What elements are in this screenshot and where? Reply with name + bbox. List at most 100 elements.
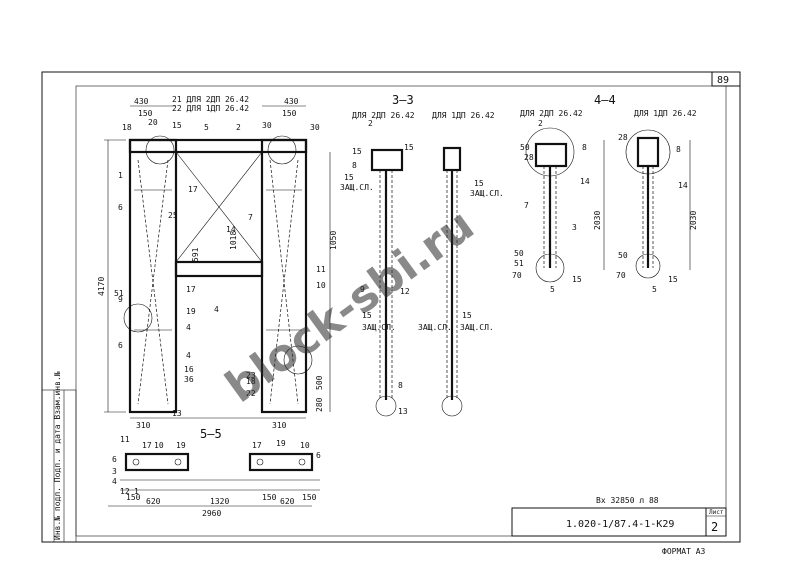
section-4-4 bbox=[525, 127, 691, 283]
outer-frame bbox=[41, 71, 741, 543]
svg-text:19: 19 bbox=[176, 441, 186, 450]
svg-text:15: 15 bbox=[404, 143, 414, 152]
svg-text:430: 430 bbox=[134, 97, 149, 106]
svg-text:1320: 1320 bbox=[210, 497, 229, 506]
svg-text:25: 25 bbox=[168, 211, 178, 220]
section-4-4-labels: 2 50 28 8 14 7 3 2030 51 50 70 15 5 28 8… bbox=[512, 119, 698, 294]
svg-text:6: 6 bbox=[118, 203, 123, 212]
svg-text:7: 7 bbox=[248, 213, 253, 222]
svg-text:3: 3 bbox=[112, 467, 117, 476]
section-3-3 bbox=[370, 146, 463, 417]
svg-text:4: 4 bbox=[214, 305, 219, 314]
svg-text:15: 15 bbox=[352, 147, 362, 156]
corner-number: 89 bbox=[717, 75, 729, 86]
svg-text:1050: 1050 bbox=[329, 231, 338, 250]
svg-text:13: 13 bbox=[172, 409, 182, 418]
document-code: 1.020-1/87.4-1-К29 bbox=[566, 519, 674, 530]
svg-text:50: 50 bbox=[514, 249, 524, 258]
svg-text:19: 19 bbox=[276, 439, 286, 448]
section-4-4-title: 4—4 bbox=[594, 93, 616, 107]
section-5-5 bbox=[108, 452, 320, 507]
svg-text:16: 16 bbox=[184, 365, 194, 374]
svg-text:15: 15 bbox=[668, 275, 678, 284]
svg-text:620: 620 bbox=[280, 497, 295, 506]
section-3-3-labels: 2 15 8 15 15 ЗАЩ.СЛ. 15 ЗАЩ.СЛ. 9 12 15 … bbox=[340, 119, 504, 416]
section-4-4-right-title: ДЛЯ 1ДП 26.42 bbox=[634, 109, 697, 118]
svg-text:7: 7 bbox=[524, 201, 529, 210]
section-5-5-labels: 11 10 6 3 4 12 1 17 19 19 10 6 17 150 62… bbox=[112, 435, 321, 518]
svg-text:13: 13 bbox=[398, 407, 408, 416]
svg-text:6: 6 bbox=[112, 455, 117, 464]
svg-text:1: 1 bbox=[118, 171, 123, 180]
svg-text:18: 18 bbox=[246, 377, 256, 386]
svg-text:591: 591 bbox=[191, 247, 200, 262]
svg-text:30: 30 bbox=[310, 123, 320, 132]
svg-text:8: 8 bbox=[676, 145, 681, 154]
svg-text:28: 28 bbox=[618, 133, 628, 142]
svg-text:28: 28 bbox=[524, 153, 534, 162]
svg-text:15: 15 bbox=[344, 173, 354, 182]
section-3-3-left-title: ДЛЯ 2ДП 26.42 bbox=[352, 111, 415, 120]
svg-text:11: 11 bbox=[120, 435, 130, 444]
svg-text:6: 6 bbox=[316, 451, 321, 460]
paper-format: ФОРМАТ А3 bbox=[662, 547, 706, 556]
svg-text:4: 4 bbox=[186, 351, 191, 360]
svg-text:150: 150 bbox=[302, 493, 317, 502]
svg-text:17: 17 bbox=[188, 185, 198, 194]
svg-text:5: 5 bbox=[204, 123, 209, 132]
svg-text:22: 22 bbox=[246, 389, 256, 398]
svg-text:17: 17 bbox=[186, 285, 196, 294]
side-stamp-box bbox=[41, 389, 77, 543]
svg-text:2: 2 bbox=[368, 119, 373, 128]
svg-text:11: 11 bbox=[316, 265, 326, 274]
svg-text:15: 15 bbox=[474, 179, 484, 188]
svg-text:150: 150 bbox=[126, 493, 141, 502]
svg-text:6: 6 bbox=[118, 341, 123, 350]
svg-text:ЗАЩ.СЛ.: ЗАЩ.СЛ. bbox=[418, 323, 452, 332]
elevation-title-2: 22 ДЛЯ 1ДП 26.42 bbox=[172, 104, 249, 113]
svg-text:8: 8 bbox=[352, 161, 357, 170]
svg-text:18: 18 bbox=[122, 123, 132, 132]
watermark: block-sbi.ru bbox=[216, 199, 483, 412]
svg-text:19: 19 bbox=[186, 307, 196, 316]
elevation-dims: 430 150 20 15 5 2 18 30 430 150 30 1 17 … bbox=[97, 97, 338, 430]
section-5-5-title: 5—5 bbox=[200, 427, 222, 441]
svg-text:8: 8 bbox=[398, 381, 403, 390]
svg-text:10: 10 bbox=[154, 441, 164, 450]
side-stamp-text: Инв.№ подл. Подп. и дата Взам.инв.№ bbox=[53, 371, 62, 540]
svg-text:620: 620 bbox=[146, 497, 161, 506]
svg-text:70: 70 bbox=[512, 271, 522, 280]
svg-text:10: 10 bbox=[316, 281, 326, 290]
svg-text:17: 17 bbox=[252, 441, 262, 450]
section-4-4-left-title: ДЛЯ 2ДП 26.42 bbox=[520, 109, 583, 118]
svg-text:ЗАЩ.СЛ.: ЗАЩ.СЛ. bbox=[460, 323, 494, 332]
svg-text:1: 1 bbox=[134, 487, 139, 496]
svg-text:310: 310 bbox=[272, 421, 287, 430]
svg-text:51: 51 bbox=[114, 289, 124, 298]
svg-text:9: 9 bbox=[118, 295, 123, 304]
section-3-3-title: 3—3 bbox=[392, 93, 414, 107]
svg-text:150: 150 bbox=[262, 493, 277, 502]
svg-text:50: 50 bbox=[618, 251, 628, 260]
svg-text:30: 30 bbox=[262, 121, 272, 130]
svg-text:70: 70 bbox=[616, 271, 626, 280]
svg-text:14: 14 bbox=[226, 225, 236, 234]
svg-text:14: 14 bbox=[678, 181, 688, 190]
svg-text:2030: 2030 bbox=[593, 211, 602, 230]
svg-text:17: 17 bbox=[142, 441, 152, 450]
svg-text:15: 15 bbox=[172, 121, 182, 130]
svg-text:9: 9 bbox=[360, 285, 365, 294]
inventory-note: Вх 32850 л 88 bbox=[596, 496, 659, 505]
svg-text:150: 150 bbox=[138, 109, 153, 118]
svg-text:430: 430 bbox=[284, 97, 299, 106]
svg-text:ЗАЩ.СЛ.: ЗАЩ.СЛ. bbox=[470, 189, 504, 198]
svg-text:3: 3 bbox=[572, 223, 577, 232]
sheet-label: Лист bbox=[709, 509, 724, 516]
svg-text:12: 12 bbox=[400, 287, 410, 296]
svg-text:1018: 1018 bbox=[229, 231, 238, 250]
svg-text:51: 51 bbox=[514, 259, 524, 268]
elevation-view bbox=[104, 105, 331, 419]
svg-text:15: 15 bbox=[362, 311, 372, 320]
